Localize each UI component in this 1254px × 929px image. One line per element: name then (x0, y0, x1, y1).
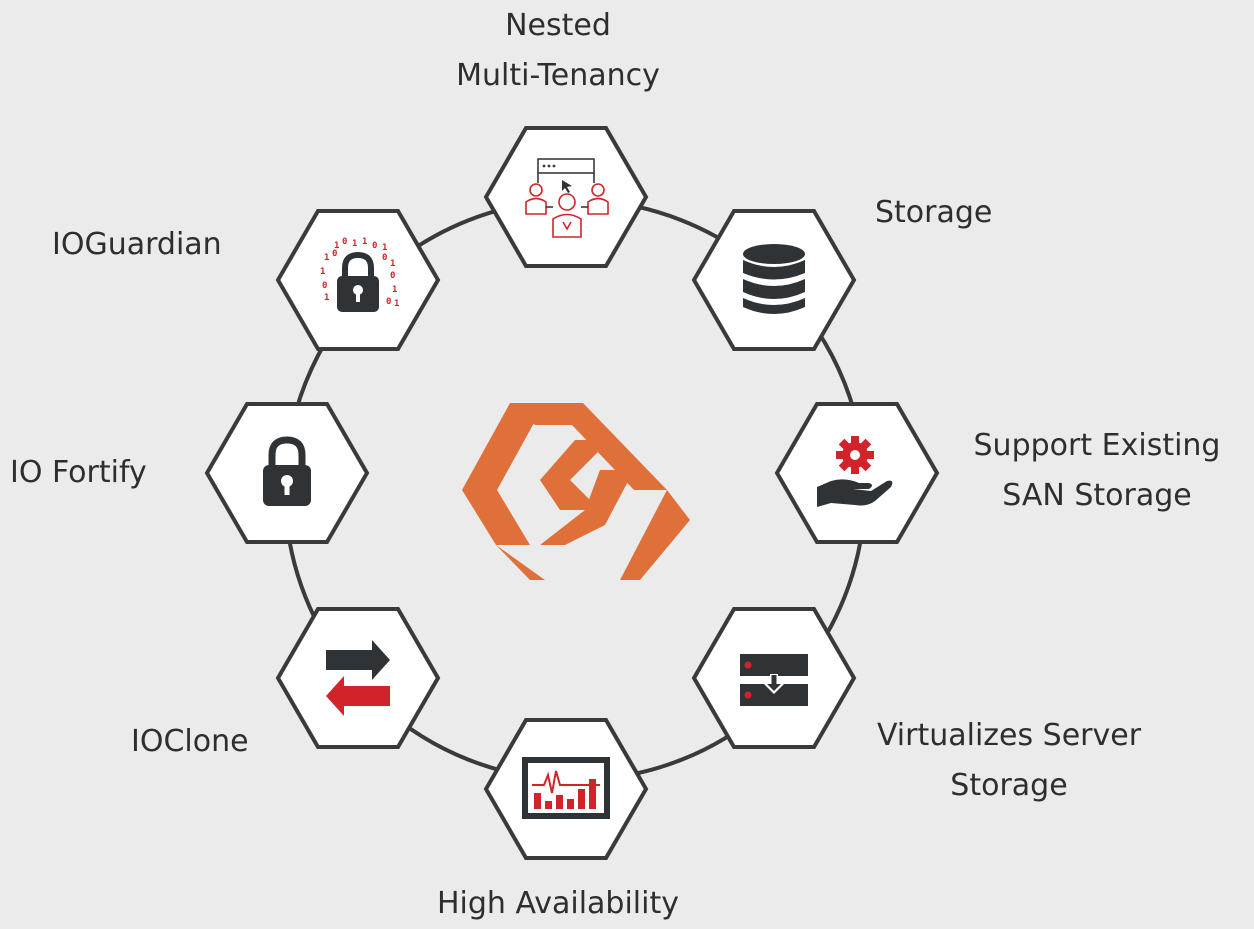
monitor-chart-icon (522, 757, 610, 819)
label-line: IOClone (131, 724, 249, 759)
hex-high-availability (484, 718, 648, 860)
label-line: SAN Storage (1002, 478, 1192, 513)
svg-text:1: 1 (394, 299, 399, 309)
label-support-existing-san-storage: Support Existing SAN Storage (940, 421, 1254, 521)
hex-nested-multi-tenancy (484, 126, 648, 268)
label-line: Nested (505, 8, 611, 43)
label-storage: Storage (875, 188, 992, 238)
label-line: Multi-Tenancy (456, 58, 660, 93)
label-line: IOGuardian (52, 227, 222, 262)
svg-text:0: 0 (342, 237, 347, 247)
label-ioclone: IOClone (131, 717, 249, 767)
hex-io-fortify (205, 402, 369, 544)
svg-text:1: 1 (324, 293, 329, 303)
svg-text:0: 0 (372, 241, 377, 251)
swap-arrows-icon (326, 640, 390, 716)
label-line: Virtualizes Server (876, 718, 1142, 753)
hex-virtualizes-server-storage (692, 607, 856, 749)
label-line: IO Fortify (10, 455, 147, 490)
label-line: Storage (950, 768, 1068, 803)
label-io-fortify: IO Fortify (10, 448, 147, 498)
label-ioguardian: IOGuardian (52, 220, 222, 270)
svg-text:1: 1 (392, 285, 397, 295)
server-download-icon (740, 654, 808, 706)
svg-text:1: 1 (362, 237, 367, 247)
svg-text:0: 0 (382, 253, 387, 263)
svg-text:1: 1 (334, 241, 339, 251)
label-virtualizes-server-storage: Virtualizes Server Storage (850, 711, 1168, 811)
label-line: High Availability (436, 886, 679, 921)
svg-text:0: 0 (332, 249, 337, 259)
label-line: Support Existing (973, 428, 1221, 463)
svg-text:1: 1 (320, 267, 325, 277)
users-tenancy-icon (525, 158, 609, 238)
svg-text:0: 0 (386, 297, 391, 307)
svg-text:0: 0 (390, 271, 395, 281)
label-high-availability: High Availability (398, 879, 718, 929)
label-line: Storage (875, 195, 993, 230)
label-nested-multi-tenancy: Nested Multi-Tenancy (398, 1, 718, 101)
center-logo-icon (462, 403, 690, 580)
hex-storage (692, 209, 856, 351)
gear-hand-icon (817, 436, 893, 507)
svg-text:0: 0 (322, 281, 327, 291)
svg-text:1: 1 (390, 259, 395, 269)
svg-text:1: 1 (382, 243, 387, 253)
hex-ioclone (276, 607, 440, 749)
hex-support-existing-san-storage (775, 402, 939, 544)
database-icon (743, 244, 805, 314)
svg-text:1: 1 (324, 253, 329, 263)
svg-text:1: 1 (352, 239, 357, 249)
padlock-icon (263, 436, 311, 506)
